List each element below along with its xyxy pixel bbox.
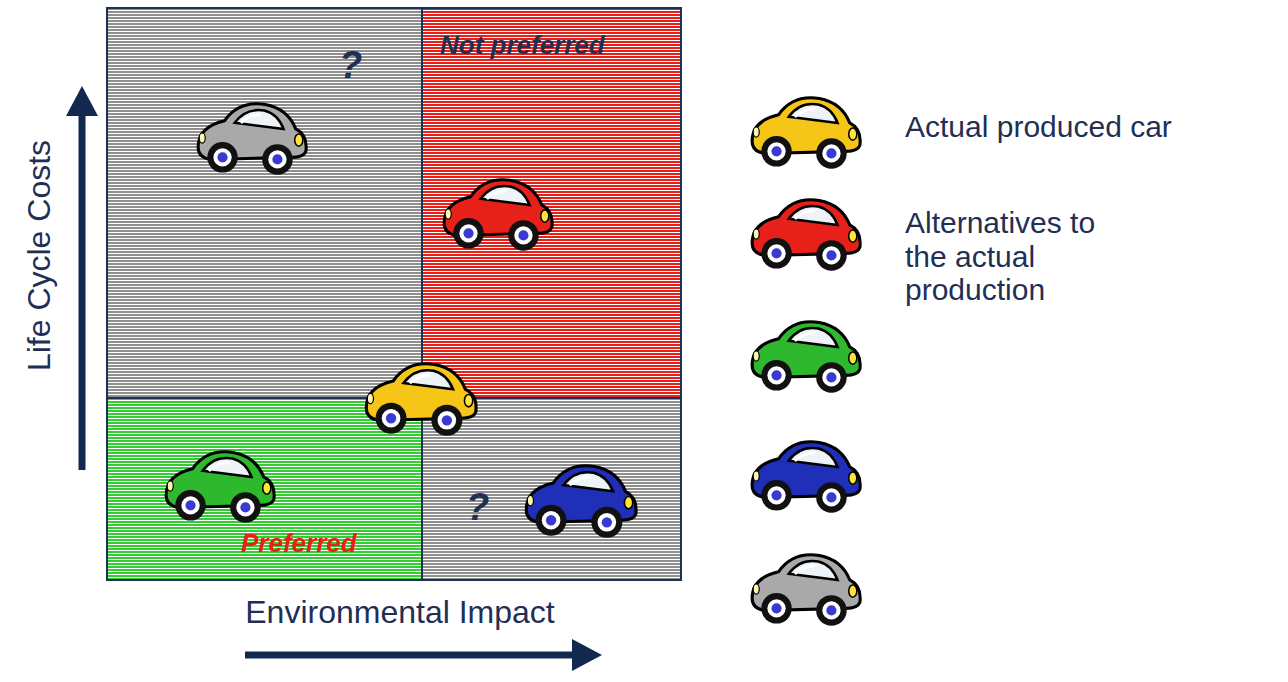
chart-frame xyxy=(107,8,681,580)
car-icon xyxy=(366,364,476,436)
arrow-head xyxy=(66,86,98,116)
legend-entry: Alternatives to the actual production xyxy=(905,206,1145,307)
arrow-head xyxy=(572,639,602,671)
legend-car xyxy=(752,322,860,393)
legend-entry: Actual produced car xyxy=(905,110,1265,144)
unclear-quadrant: ? xyxy=(107,8,422,398)
legend-car xyxy=(752,442,860,513)
axis-label: Environmental Impact xyxy=(245,594,554,631)
quadrant-label: ? xyxy=(339,44,362,87)
quadrant-label: Not preferred xyxy=(440,30,605,61)
car-icon xyxy=(198,104,306,175)
axis-label: Environmental Impact xyxy=(245,594,554,631)
legend-text: Alternatives to the actual production xyxy=(905,206,1145,307)
quadrant-label: ? xyxy=(466,486,489,529)
car-icon xyxy=(526,466,636,538)
axis-arrow xyxy=(79,112,86,470)
quadrant-divider xyxy=(421,8,423,580)
axis-arrow xyxy=(245,652,575,659)
quadrant-label: Preferred xyxy=(241,528,357,559)
car-icon xyxy=(166,452,274,523)
axis-label: Life Cycle Costs xyxy=(22,139,59,370)
legend-car xyxy=(752,555,860,626)
legend-car xyxy=(752,200,860,271)
axis-label: Life Cycle Costs xyxy=(22,139,59,370)
legend-car xyxy=(752,98,860,169)
legend-text: Actual produced car xyxy=(905,110,1265,144)
car-icon xyxy=(444,180,552,251)
